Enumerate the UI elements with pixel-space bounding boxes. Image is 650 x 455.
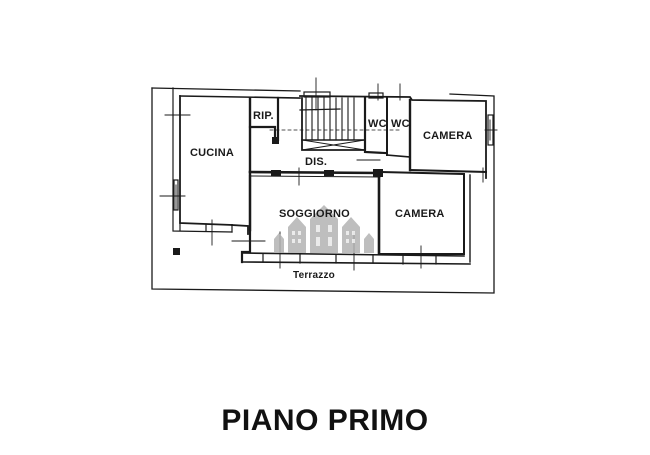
room-label-wc-2: WC (391, 118, 410, 130)
floor-title: PIANO PRIMO (221, 404, 429, 437)
room-label-rip: RIP. (253, 110, 274, 122)
room-label-soggiorno: SOGGIORNO (279, 208, 350, 220)
room-label-wc-1: WC (368, 118, 387, 130)
room-label-dis: DIS. (305, 156, 328, 168)
room-label-camera-1: CAMERA (423, 130, 473, 142)
room-label-cucina: CUCINA (190, 147, 234, 159)
buildings-logo-icon (274, 205, 374, 253)
room-label-terrazzo: Terrazzo (293, 270, 335, 281)
room-label-camera-2: CAMERA (395, 208, 445, 220)
